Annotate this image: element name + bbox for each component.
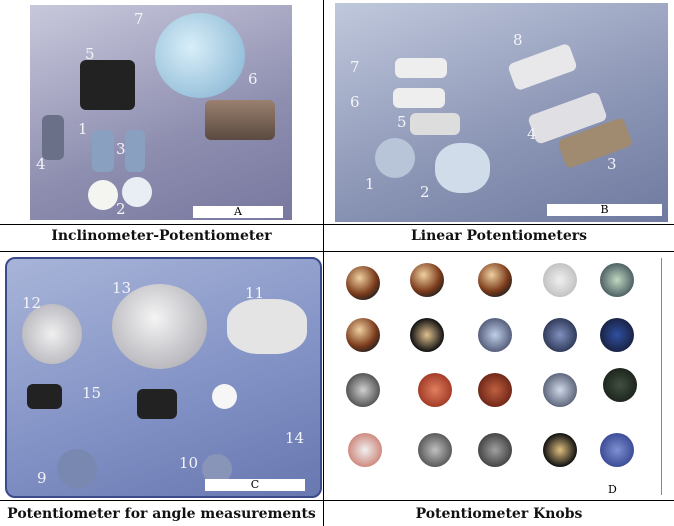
caption: Potentiometer for angle measurements (7, 506, 316, 522)
label-number: 6 (350, 93, 360, 111)
device (27, 384, 62, 409)
knob (543, 373, 577, 407)
label-number: 11 (245, 284, 265, 302)
device (122, 177, 152, 207)
label-number: 1 (78, 120, 88, 138)
device (57, 449, 97, 489)
knob (478, 318, 512, 352)
knob (603, 368, 637, 402)
knob (346, 373, 380, 407)
label-number: 2 (420, 183, 430, 201)
knob (410, 263, 444, 297)
label-number: 9 (37, 469, 47, 487)
label-number: 5 (397, 113, 407, 131)
knob (543, 318, 577, 352)
device (507, 42, 578, 92)
device (212, 384, 237, 409)
label-number: 2 (116, 200, 126, 218)
knob (348, 433, 382, 467)
photo-tag: D (608, 483, 617, 495)
device (227, 299, 307, 354)
device (205, 100, 275, 140)
label-number: 7 (134, 10, 144, 28)
knob (478, 263, 512, 297)
knob (418, 373, 452, 407)
table-divider-vertical (323, 0, 324, 526)
photo-potentiometer-knobs: D (338, 258, 662, 495)
label-number: 8 (513, 31, 523, 49)
caption: Linear Potentiometers (410, 228, 588, 244)
photo-inclinometer-potentiometer: 7 5 6 4 3 1 2 A (30, 5, 292, 220)
label-number: 4 (527, 125, 537, 143)
device (155, 13, 245, 98)
photo-tag: C (205, 479, 305, 491)
label-number: 7 (350, 58, 360, 76)
knob (346, 266, 380, 300)
label-number: 13 (112, 279, 132, 297)
knob (410, 318, 444, 352)
knob (478, 373, 512, 407)
knob (418, 433, 452, 467)
caption: Potentiometer Knobs (415, 506, 583, 522)
device (112, 284, 207, 369)
label-number: 5 (85, 45, 95, 63)
photo-linear-potentiometers: 8 7 6 5 4 1 2 3 B (335, 3, 668, 222)
device (92, 130, 114, 172)
label-number: 1 (365, 175, 375, 193)
caption: Inclinometer-Potentiometer (51, 228, 272, 244)
photo-tag: B (547, 204, 662, 216)
device (410, 113, 460, 135)
knob (600, 318, 634, 352)
knob (543, 433, 577, 467)
label-number: 3 (607, 155, 617, 173)
knob (600, 433, 634, 467)
label-number: 14 (285, 429, 305, 447)
label-number: 3 (116, 140, 126, 158)
knob (600, 263, 634, 297)
label-number: 15 (82, 384, 102, 402)
table-divider (0, 500, 674, 501)
knob (478, 433, 512, 467)
device (42, 115, 64, 160)
device (88, 180, 118, 210)
label-number: 4 (36, 155, 46, 173)
device (125, 130, 145, 172)
table-divider (0, 251, 674, 252)
label-number: 12 (22, 294, 42, 312)
device (375, 138, 415, 178)
device (80, 60, 135, 110)
device (137, 389, 177, 419)
table-divider (0, 224, 674, 225)
knob (543, 263, 577, 297)
device (22, 304, 82, 364)
device (393, 88, 445, 108)
label-number: 6 (248, 70, 258, 88)
photo-tag: A (193, 206, 283, 218)
device (395, 58, 447, 78)
label-number: 10 (179, 454, 199, 472)
photo-angle-potentiometers: 12 13 11 15 9 10 14 C (5, 257, 322, 498)
knob (346, 318, 380, 352)
device (435, 143, 490, 193)
